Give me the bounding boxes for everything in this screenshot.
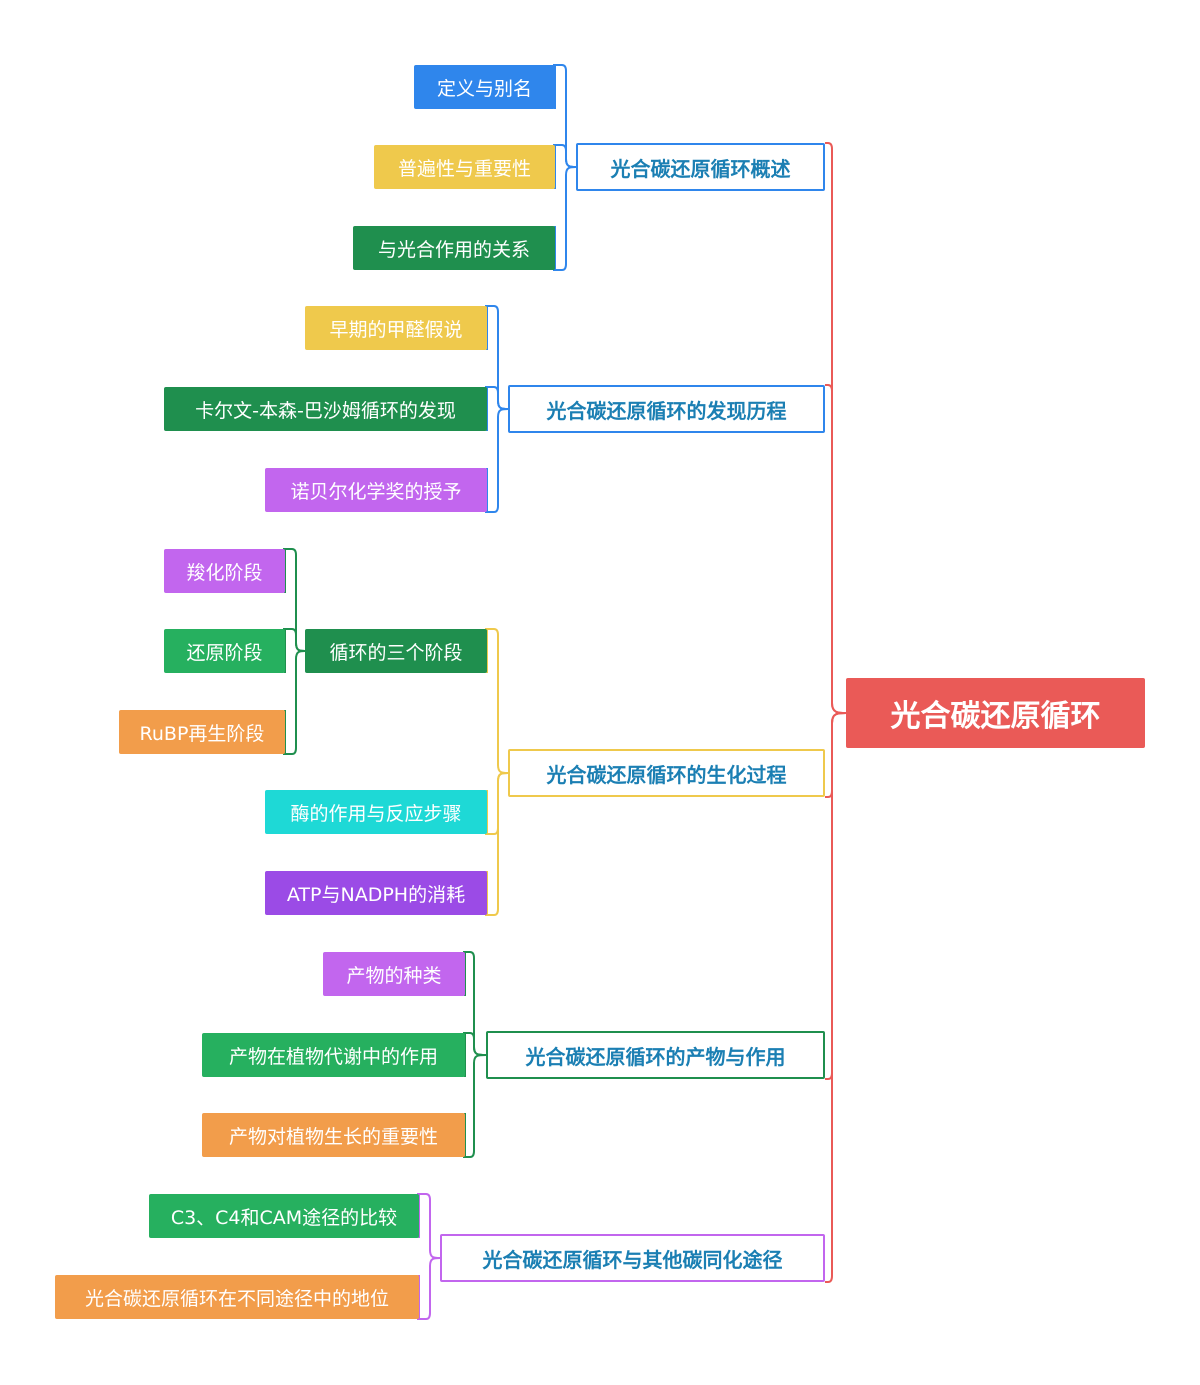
leaf-atp-nadph[interactable]: ATP与NADPH的消耗 [265,871,487,915]
leaf-product-growth[interactable]: 产物对植物生长的重要性 [202,1113,465,1157]
b0-link-1 [553,144,577,168]
b0-link-0 [553,64,577,168]
leaf-c3-c4-cam[interactable]: C3、C4和CAM途径的比较 [149,1194,419,1238]
root-link-4 [825,712,847,1283]
b2-link-1 [485,772,509,835]
b2c0-link-2 [283,650,306,755]
branch-products[interactable]: 光合碳还原循环的产物与作用 [486,1031,825,1079]
b4-link-1 [417,1257,441,1320]
b3-link-2 [463,1054,487,1158]
leaf-relation-photosynthesis[interactable]: 与光合作用的关系 [353,226,555,270]
b3-link-1 [463,1032,487,1056]
leaf-definition[interactable]: 定义与别名 [414,65,555,109]
root-node[interactable]: 光合碳还原循环 [846,678,1145,748]
b2-link-0 [485,628,509,774]
branch-overview[interactable]: 光合碳还原循环概述 [576,143,825,191]
b4-link-0 [417,1193,441,1259]
leaf-universality[interactable]: 普遍性与重要性 [374,145,555,189]
b1-link-0 [485,305,509,410]
leaf-nobel-prize[interactable]: 诺贝尔化学奖的授予 [265,468,487,512]
leaf-formaldehyde-hypothesis[interactable]: 早期的甲醛假说 [305,306,487,350]
b2c0-link-0 [283,548,306,652]
leaf-product-metabolism[interactable]: 产物在植物代谢中的作用 [202,1033,465,1077]
root-link-2 [825,712,847,798]
leaf-carboxylation[interactable]: 羧化阶段 [164,549,285,593]
b1-link-2 [485,408,509,513]
leaf-rubp-regeneration[interactable]: RuBP再生阶段 [119,710,285,754]
leaf-three-stages[interactable]: 循环的三个阶段 [305,629,487,673]
branch-other-pathways[interactable]: 光合碳还原循环与其他碳同化途径 [440,1234,825,1282]
leaf-calvin-cycle-discovery[interactable]: 卡尔文-本森-巴沙姆循环的发现 [164,387,487,431]
leaf-product-types[interactable]: 产物的种类 [323,952,465,996]
b0-link-2 [553,166,577,271]
b1-link-1 [485,386,509,410]
b2-link-2 [485,772,509,916]
b2c0-link-1 [283,628,306,652]
branch-biochemical-process[interactable]: 光合碳还原循环的生化过程 [508,749,825,797]
root-link-1 [825,384,847,714]
branch-discovery[interactable]: 光合碳还原循环的发现历程 [508,385,825,433]
leaf-enzymes-steps[interactable]: 酶的作用与反应步骤 [265,790,487,834]
leaf-reduction[interactable]: 还原阶段 [164,629,285,673]
root-link-3 [825,712,847,1080]
root-link-0 [825,142,847,714]
leaf-position-in-pathways[interactable]: 光合碳还原循环在不同途径中的地位 [55,1275,419,1319]
